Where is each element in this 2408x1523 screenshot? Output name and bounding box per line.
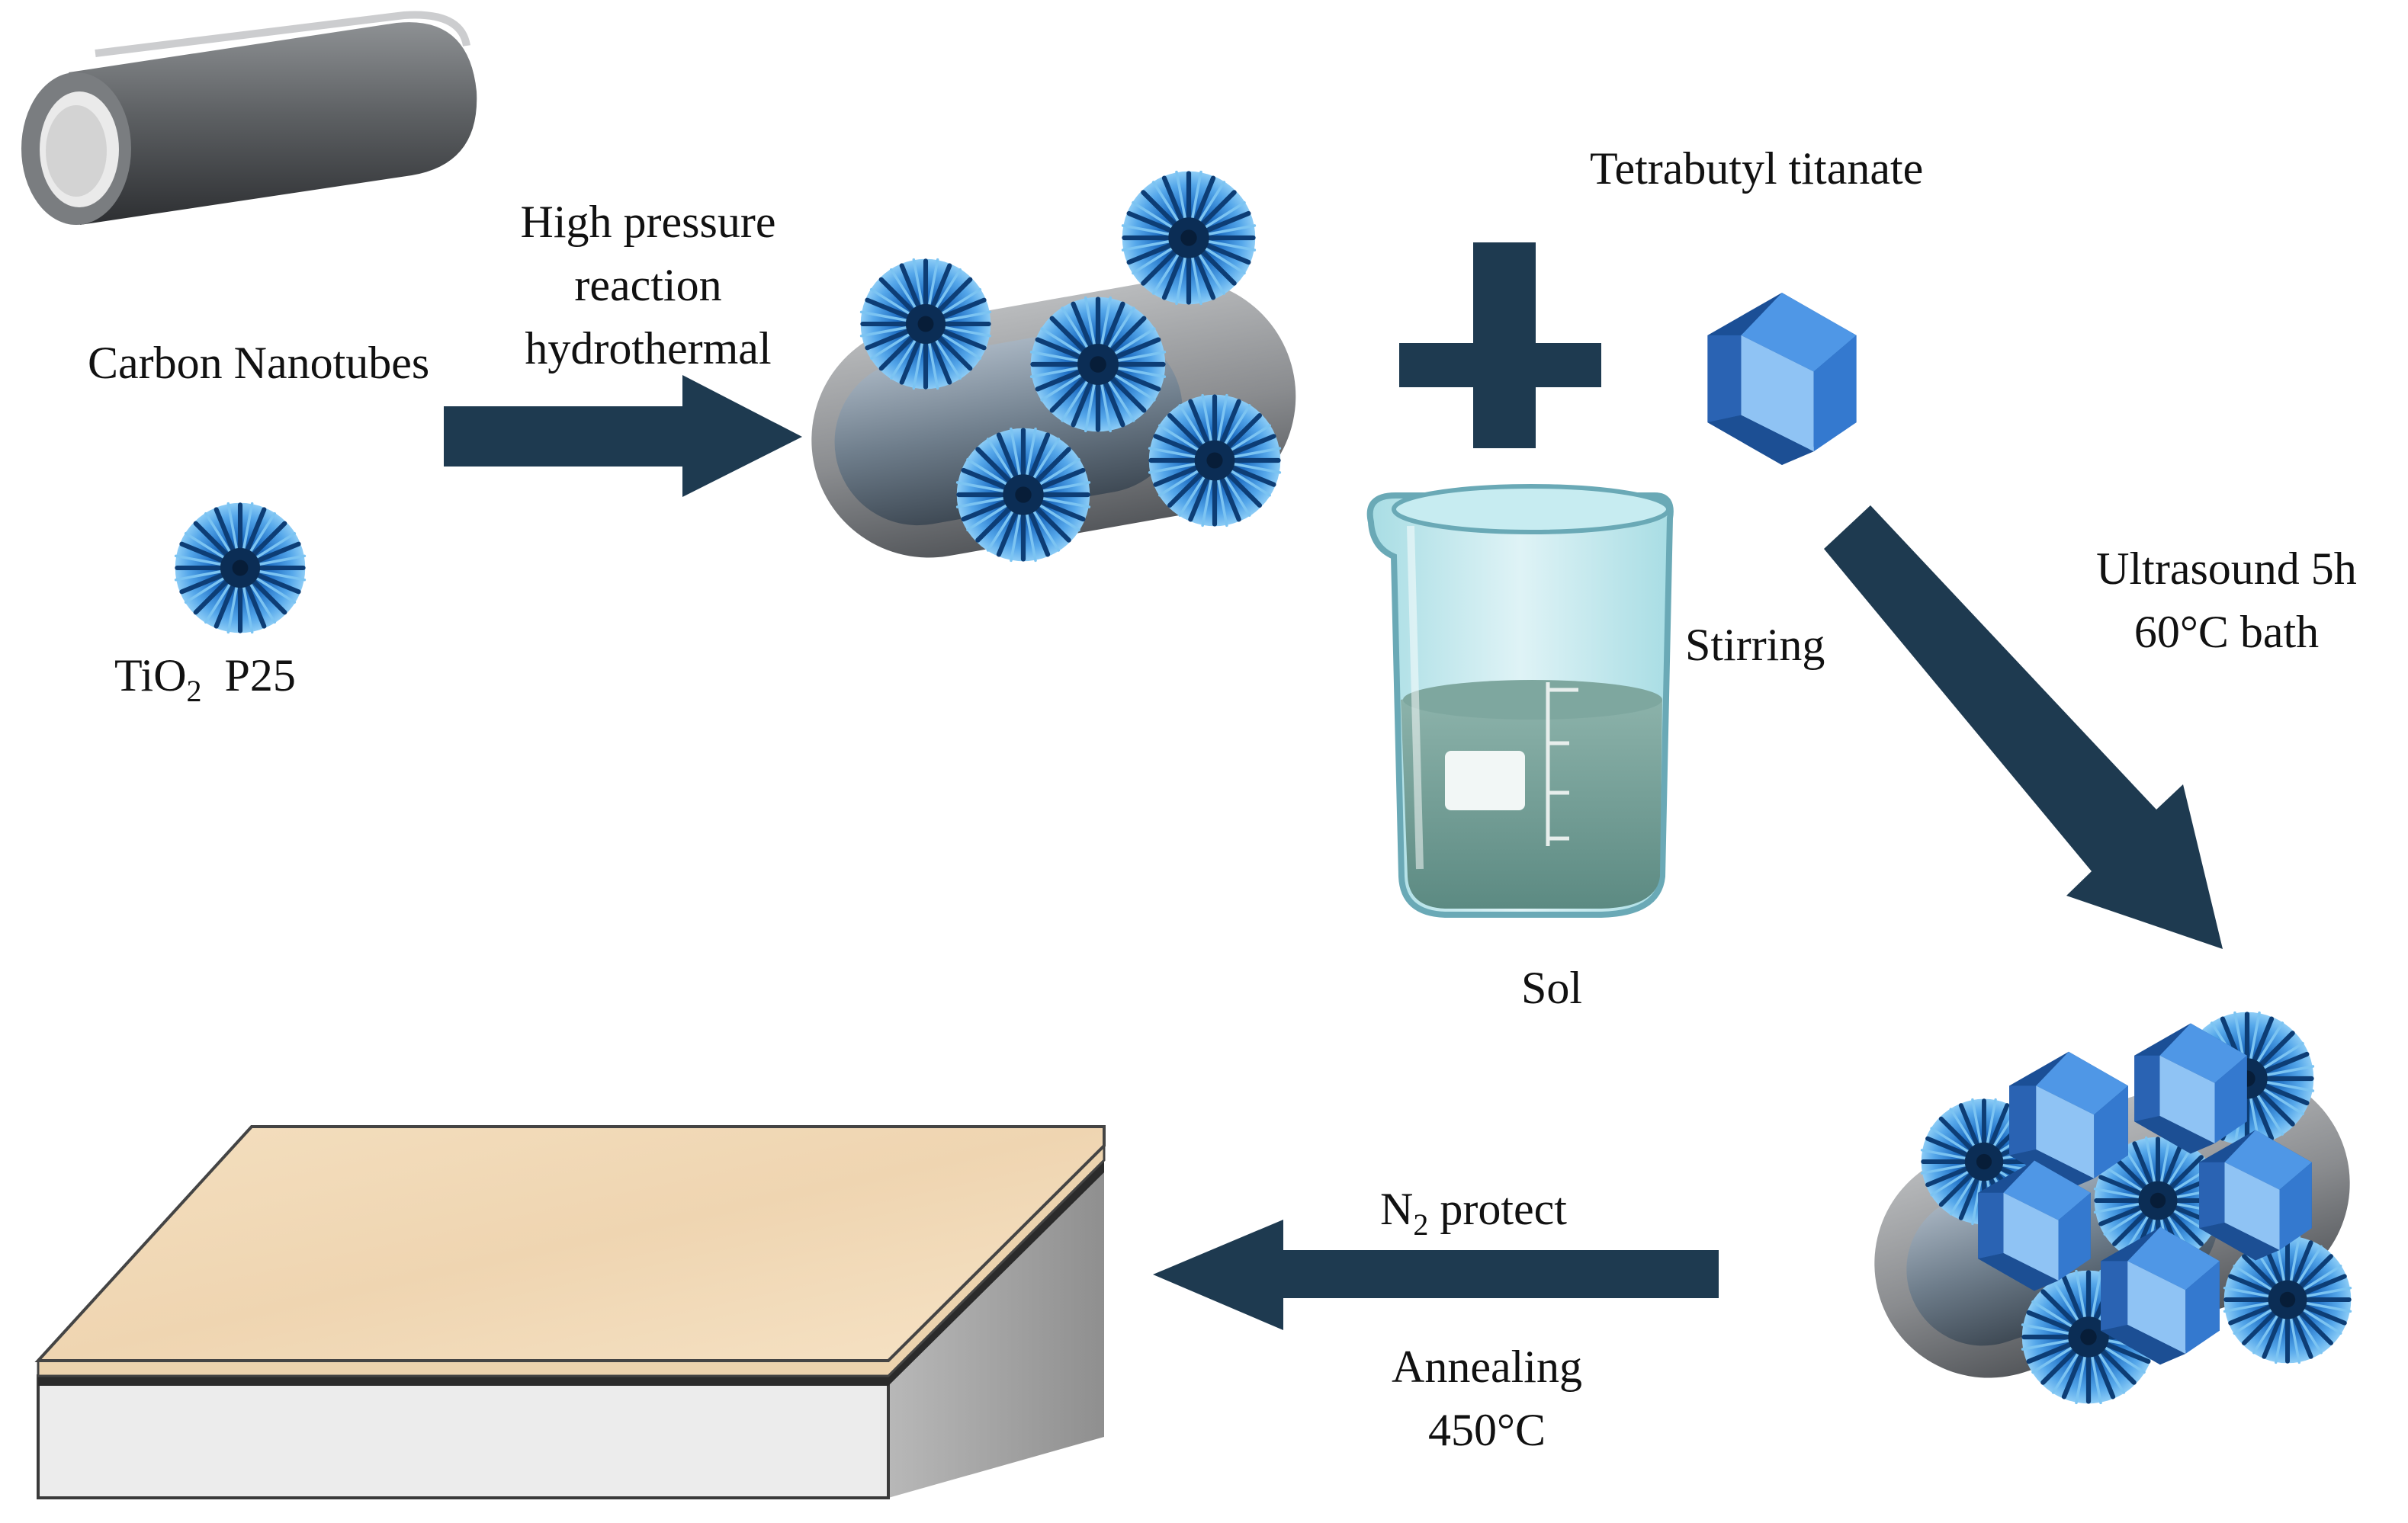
tio2-formula: TiO	[114, 650, 187, 701]
hydrothermal-label: High pressure reaction hydrothermal	[458, 191, 839, 380]
n2-protect-label: N2 protect	[1380, 1178, 1567, 1246]
annealing-label-line1: Annealing	[1392, 1342, 1582, 1392]
annealed-film-substrate-icon	[34, 1125, 1106, 1499]
beaker-icon	[1366, 484, 1674, 918]
annealing-label-line2: 450°C	[1427, 1404, 1546, 1455]
tio2-suffix: P25	[224, 650, 296, 701]
ultrasound-label-line2: 60°C bath	[2133, 606, 2320, 657]
tio2-particle-icon	[175, 503, 306, 633]
plus-icon	[1399, 242, 1601, 448]
tio2-p25-label: TiO2 P25	[114, 644, 296, 712]
hydrothermal-label-line3: hydrothermal	[525, 322, 772, 374]
n2-subscript: 2	[1413, 1207, 1429, 1242]
carbon-nanotube-icon	[21, 11, 477, 225]
carbon-nanotubes-label: Carbon Nanotubes	[88, 338, 430, 388]
n2-suffix: protect	[1440, 1184, 1567, 1234]
tetrabutyl-titanate-label: Tetrabutyl titanate	[1590, 143, 1924, 194]
n2-formula: N	[1380, 1184, 1414, 1234]
tetrabutyl-titanate-crystal-icon	[1707, 292, 1857, 466]
arrow-annealing	[1153, 1220, 1719, 1330]
ultrasound-label: Ultrasound 5h 60°C bath	[2059, 537, 2394, 664]
stirring-label: Stirring	[1685, 620, 1825, 670]
tio2-cnt-composite-icon	[1874, 1012, 2379, 1408]
hydrothermal-label-line1: High pressure	[520, 197, 776, 247]
annealing-label: Annealing 450°C	[1334, 1335, 1639, 1462]
ultrasound-label-line1: Ultrasound 5h	[2096, 543, 2357, 594]
arrow-ultrasound	[1824, 505, 2223, 949]
arrow-hydrothermal	[444, 375, 802, 497]
cnt-tio2-composite-icon	[811, 172, 1296, 576]
tio2-subscript: 2	[186, 674, 202, 708]
sol-label: Sol	[1521, 963, 1583, 1013]
hydrothermal-label-line2: reaction	[574, 259, 722, 310]
